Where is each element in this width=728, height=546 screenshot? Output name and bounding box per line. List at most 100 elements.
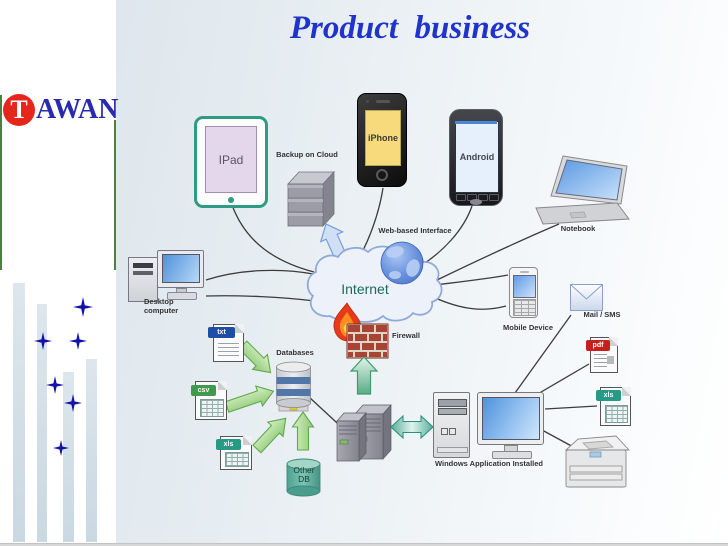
star-icon (73, 297, 93, 317)
ipad-screen: IPad (205, 126, 257, 193)
android-button-icon (489, 194, 499, 201)
arrow-otherdb-db (291, 411, 315, 451)
decor-bar (13, 283, 25, 542)
spreadsheet-grid (605, 405, 628, 423)
xls-badge-left: xls (216, 439, 241, 450)
decor-bar (86, 359, 97, 542)
text-lines (594, 354, 607, 368)
connector-desktop-internet-2 (205, 295, 316, 302)
other-db-icon (286, 458, 321, 497)
monitor-base-icon (167, 292, 197, 300)
iphone-home-button-icon (376, 169, 388, 181)
drive-bay-icon (438, 399, 467, 407)
databases-label: Databases (276, 348, 314, 357)
other-db-label: Other DB (293, 465, 315, 484)
android-statusbar (455, 121, 497, 124)
connector-monitor-pdf (535, 363, 590, 396)
star-icon (69, 332, 87, 350)
csv-badge-label: csv (197, 387, 210, 394)
decor-stars (34, 297, 93, 456)
connector-monitor-mail (514, 314, 572, 394)
logo-circle-letter: T (3, 94, 35, 126)
connector-desktop-internet-1 (205, 269, 314, 281)
decor-bar (37, 304, 47, 542)
databases-icon (276, 361, 311, 412)
backup-on-cloud-label: Backup on Cloud (276, 150, 338, 159)
mobile-device-icon (509, 267, 538, 318)
xls-badge-label: xls (223, 441, 234, 448)
mail-envelope-icon (570, 284, 603, 311)
brand-logo: T AWAN (3, 92, 119, 130)
ipad-device: IPad (194, 116, 268, 208)
windows-app-label: Windows Application Installed (435, 459, 543, 468)
desktop-tower-icon (128, 257, 158, 302)
firewall-wall-icon (346, 323, 389, 359)
tower-groove (437, 447, 468, 453)
mobile-device-label: Mobile Device (502, 323, 554, 332)
android-trackball-icon (470, 199, 482, 205)
decor-bar (63, 372, 74, 542)
pdf-badge: pdf (586, 340, 610, 351)
monitor-base-icon (492, 451, 532, 459)
mobile-speaker-icon (520, 271, 529, 273)
servers-icon (336, 404, 392, 462)
android-button-icon (478, 194, 488, 201)
txt-badge-label: txt (217, 329, 226, 336)
mobile-keypad-icon (513, 299, 536, 316)
xls-badge-label: xls (603, 392, 614, 399)
firewall-label: Firewall (392, 331, 420, 340)
connector-internet-mobile-1 (434, 274, 509, 286)
iphone-device: iPhone (357, 93, 407, 187)
iphone-label: iPhone (367, 133, 398, 143)
connector-notebook-internet (436, 223, 560, 281)
connector-ipad-internet (231, 204, 315, 273)
android-device: Android (449, 109, 503, 206)
internet-label: Internet (341, 281, 389, 297)
drive-bay-icon (133, 271, 153, 275)
logo-wordmark: AWAN (36, 94, 119, 125)
notebook-label: Notebook (560, 224, 596, 233)
text-lines (218, 343, 239, 357)
android-button-icon (456, 194, 466, 201)
globe-icon (380, 241, 424, 285)
desktop-computer-label: Desktop computer (144, 297, 179, 315)
import-arrows (224, 340, 315, 454)
star-icon (64, 394, 82, 412)
desktop-monitor-icon (157, 250, 204, 288)
backup-server-icon (287, 170, 335, 228)
xls-badge-right: xls (596, 390, 621, 401)
drive-bay-icon (133, 263, 153, 268)
arrow-csv-db (224, 385, 275, 413)
page-title: Product business (289, 10, 531, 46)
tower-button-icon (449, 428, 456, 435)
windows-monitor-icon (477, 392, 544, 445)
txt-badge: txt (208, 327, 235, 338)
star-icon (34, 332, 52, 350)
android-label: Android (459, 152, 495, 162)
web-based-interface-label: Web-based Interface (378, 226, 452, 235)
tower-button-icon (441, 428, 448, 435)
envelope-flap-icon (570, 284, 603, 300)
star-icon (53, 440, 69, 456)
pdf-badge-label: pdf (592, 342, 604, 349)
mobile-screen (513, 275, 536, 298)
star-icon (46, 376, 64, 394)
printer-icon (564, 435, 631, 488)
connector-internet-mobile-2 (432, 296, 507, 310)
android-screen: Android (455, 121, 499, 193)
drive-bay-icon (438, 408, 467, 415)
windows-tower-icon (433, 392, 470, 458)
sync-arrow-icon (390, 414, 434, 440)
ipad-label: IPad (218, 152, 244, 167)
connector-monitor-xls (544, 405, 598, 410)
accent-line-left (0, 95, 2, 270)
mail-sms-label: Mail / SMS (583, 310, 621, 319)
ipad-home-button-icon (228, 197, 234, 203)
notebook-icon (535, 155, 630, 225)
accent-line-right (114, 120, 116, 270)
iphone-camera-icon (366, 100, 369, 103)
spreadsheet-grid (200, 399, 224, 417)
slide-bottom-edge (0, 543, 728, 546)
